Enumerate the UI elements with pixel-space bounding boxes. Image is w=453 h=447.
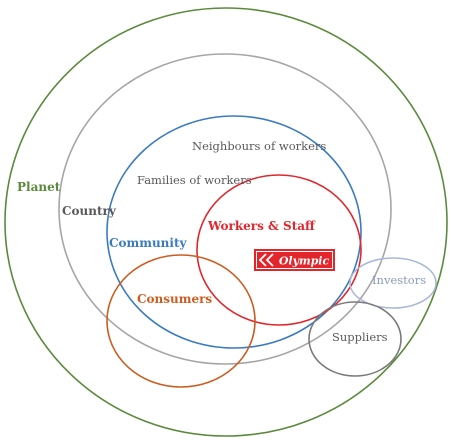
workers-label: Workers & Staff xyxy=(207,219,316,233)
neighbours-label: Neighbours of workers xyxy=(192,139,326,153)
country-circle xyxy=(58,53,392,365)
community-label: Community xyxy=(109,236,188,250)
suppliers-label: Suppliers xyxy=(332,330,388,344)
families-label: Families of workers xyxy=(137,173,252,187)
planet-circle xyxy=(4,7,448,437)
logo-text: Olympic xyxy=(279,255,330,268)
workers-circle xyxy=(196,174,362,326)
consumers-label: Consumers xyxy=(137,292,212,306)
country-label: Country xyxy=(62,204,117,218)
community-circle xyxy=(106,115,362,349)
chevron-left-icon xyxy=(258,253,274,267)
planet-label: Planet xyxy=(17,180,61,194)
olympic-logo: Olympic xyxy=(254,249,335,271)
investors-label: Investors xyxy=(372,273,426,287)
investors-circle xyxy=(349,257,437,309)
suppliers-circle xyxy=(308,301,402,377)
consumers-circle xyxy=(106,254,256,388)
